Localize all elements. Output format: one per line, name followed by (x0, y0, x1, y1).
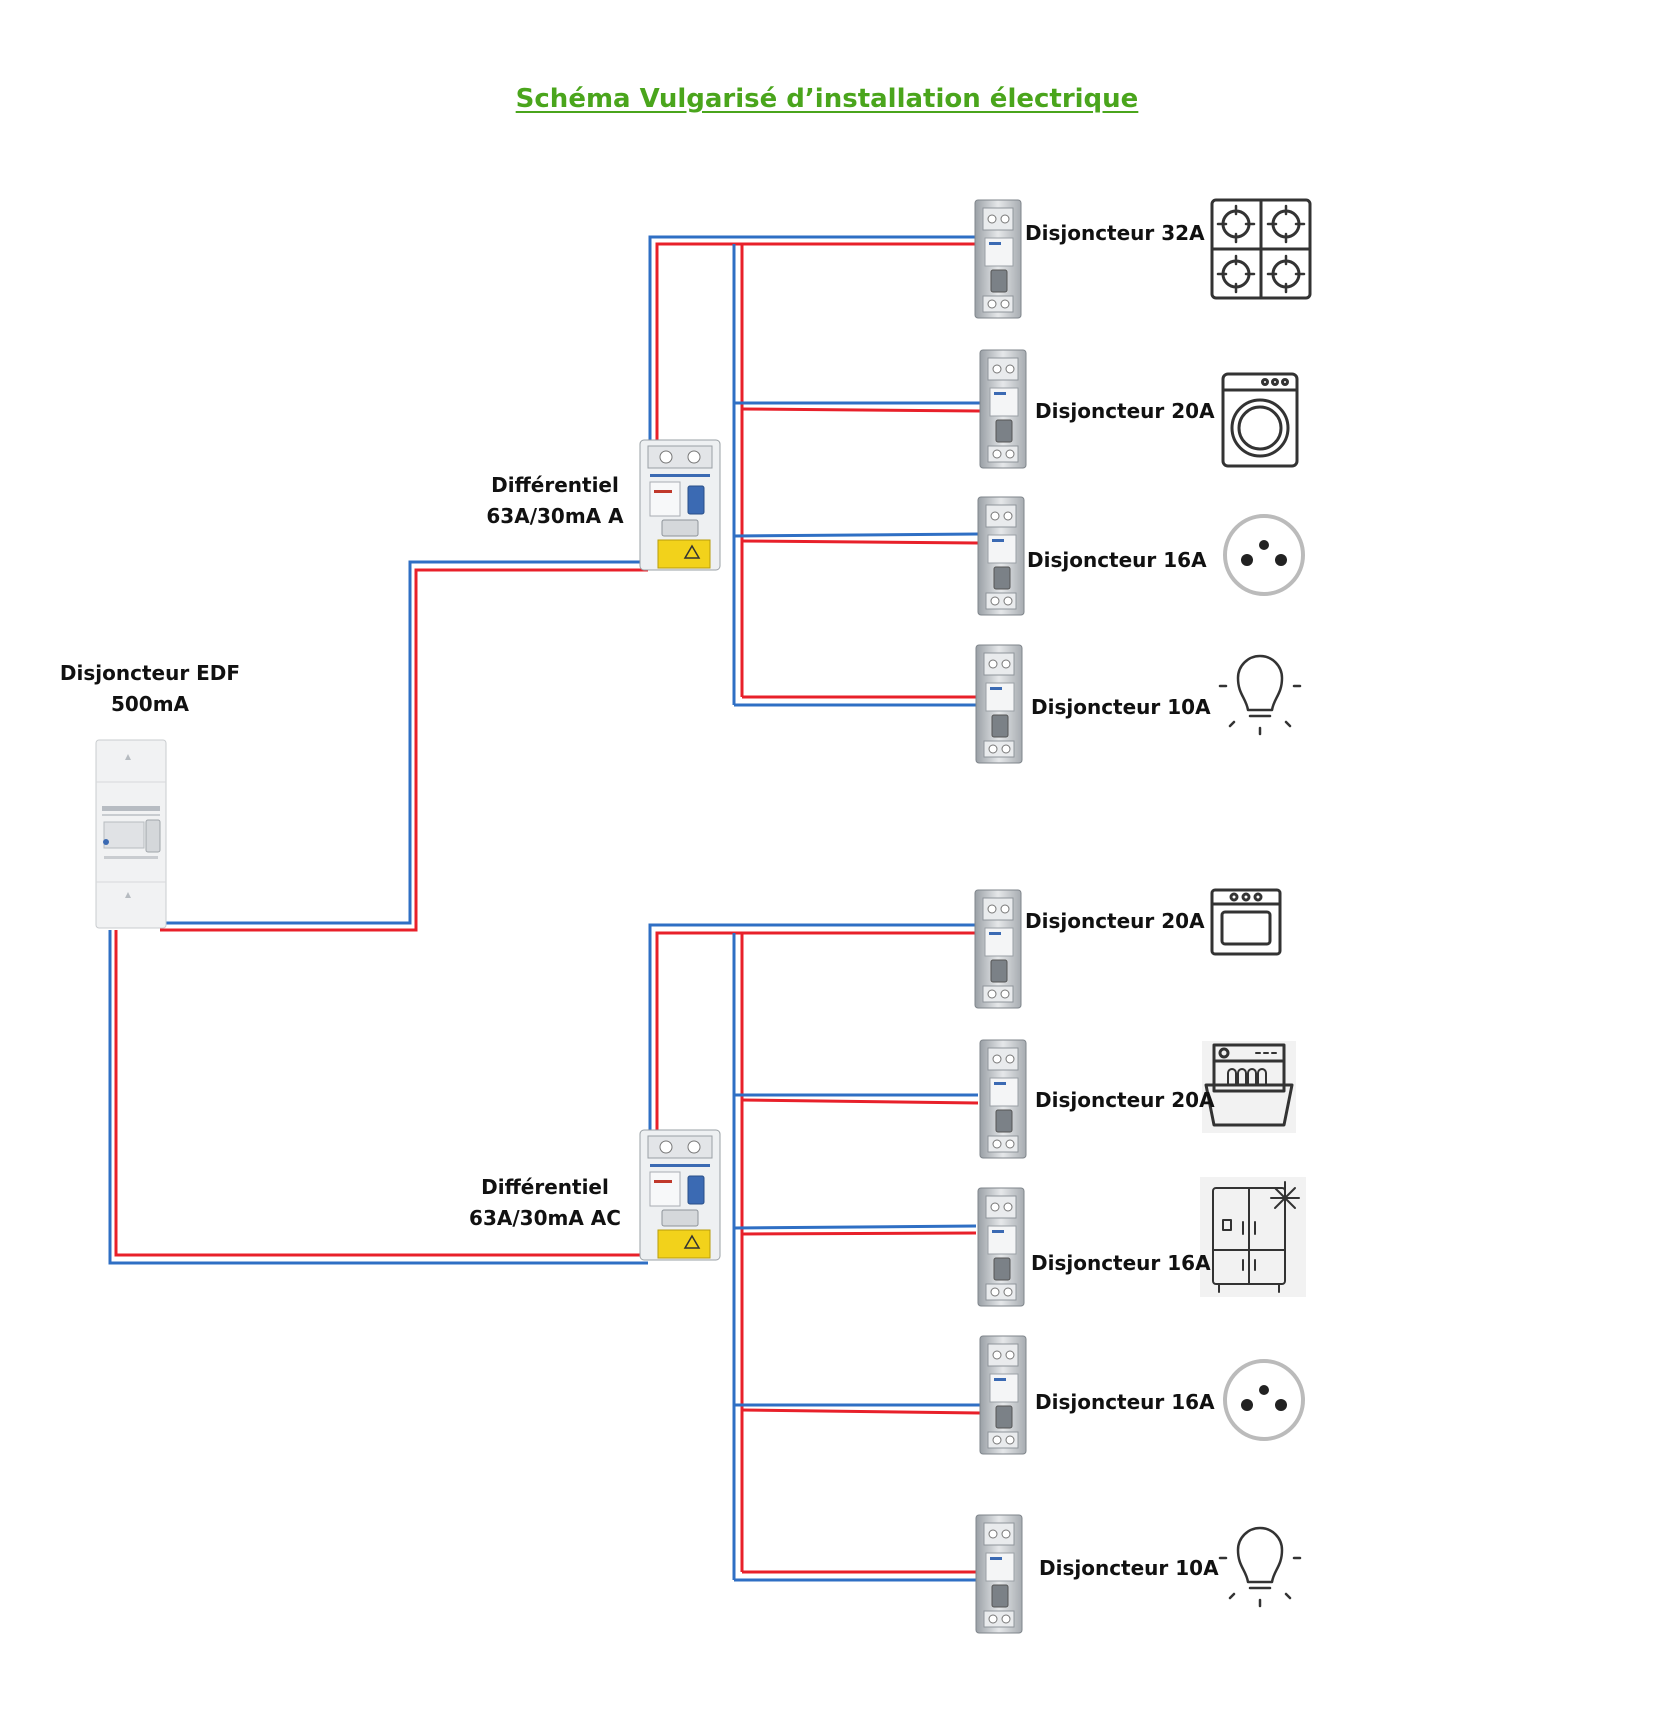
rcd-ac-name: Différentiel (481, 1175, 609, 1199)
circuit-label: Disjoncteur 10A (1039, 1556, 1219, 1580)
main-breaker-label: Disjoncteur EDF 500mA (50, 658, 250, 720)
circuit-label: Disjoncteur 16A (1027, 548, 1207, 572)
phase-wire-main-to-rcd-ac (114, 930, 648, 1257)
circuit-label: Disjoncteur 10A (1031, 695, 1211, 719)
circuit-breaker-device (975, 644, 1023, 764)
main-breaker-device (95, 739, 167, 929)
circuit-breaker-device (977, 496, 1025, 616)
circuit-label: Disjoncteur 32A (1025, 221, 1205, 245)
rcd-a-name: Différentiel (491, 473, 619, 497)
cooktop-icon (1210, 198, 1312, 300)
circuit-label: Disjoncteur 20A (1035, 1088, 1215, 1112)
socket-icon (1223, 1359, 1305, 1441)
wires (108, 235, 981, 1582)
circuit-breaker-device (974, 889, 1022, 1009)
circuit-breaker-device (977, 1187, 1025, 1307)
phase-feed-rcd-a (655, 242, 975, 440)
circuit-breaker-device (975, 1514, 1023, 1634)
dishwasher-icon (1202, 1041, 1296, 1133)
neutral-feed-rcd-ac (648, 923, 975, 1138)
rcd-ac-label: Différentiel 63A/30mA AC (455, 1172, 635, 1234)
rcd-ac-rating: 63A/30mA AC (469, 1206, 621, 1230)
neutral-feed-rcd-a (648, 235, 975, 440)
circuit-label: Disjoncteur 20A (1035, 399, 1215, 423)
neutral-wire-main-to-rcd-a (160, 560, 648, 925)
light-bulb-icon (1218, 1526, 1302, 1608)
socket-icon (1223, 514, 1305, 596)
rcd-a-label: Différentiel 63A/30mA A (465, 470, 645, 532)
circuit-breaker-device (979, 349, 1027, 469)
neutral-wire-main-to-rcd-ac (108, 930, 648, 1265)
rcd-a-device (639, 439, 721, 571)
circuit-label: Disjoncteur 16A (1035, 1390, 1215, 1414)
page-title: Schéma Vulgarisé d’installation électriq… (515, 84, 1139, 114)
rcd-a-rating: 63A/30mA A (486, 504, 624, 528)
circuit-breaker-device (974, 199, 1022, 319)
rcd-ac-device (639, 1129, 721, 1261)
light-bulb-icon (1218, 654, 1302, 736)
phase-wire-main-to-rcd-a (160, 568, 648, 932)
fridge-icon (1200, 1177, 1306, 1297)
circuit-label: Disjoncteur 16A (1031, 1251, 1211, 1275)
circuit-breaker-device (979, 1335, 1027, 1455)
oven-icon (1210, 888, 1282, 956)
main-breaker-name: Disjoncteur EDF (59, 661, 241, 685)
phase-feed-rcd-ac (655, 931, 975, 1138)
main-breaker-rating: 500mA (110, 692, 190, 716)
washing-machine-icon (1221, 372, 1299, 468)
circuit-label: Disjoncteur 20A (1025, 909, 1205, 933)
circuit-breaker-device (979, 1039, 1027, 1159)
